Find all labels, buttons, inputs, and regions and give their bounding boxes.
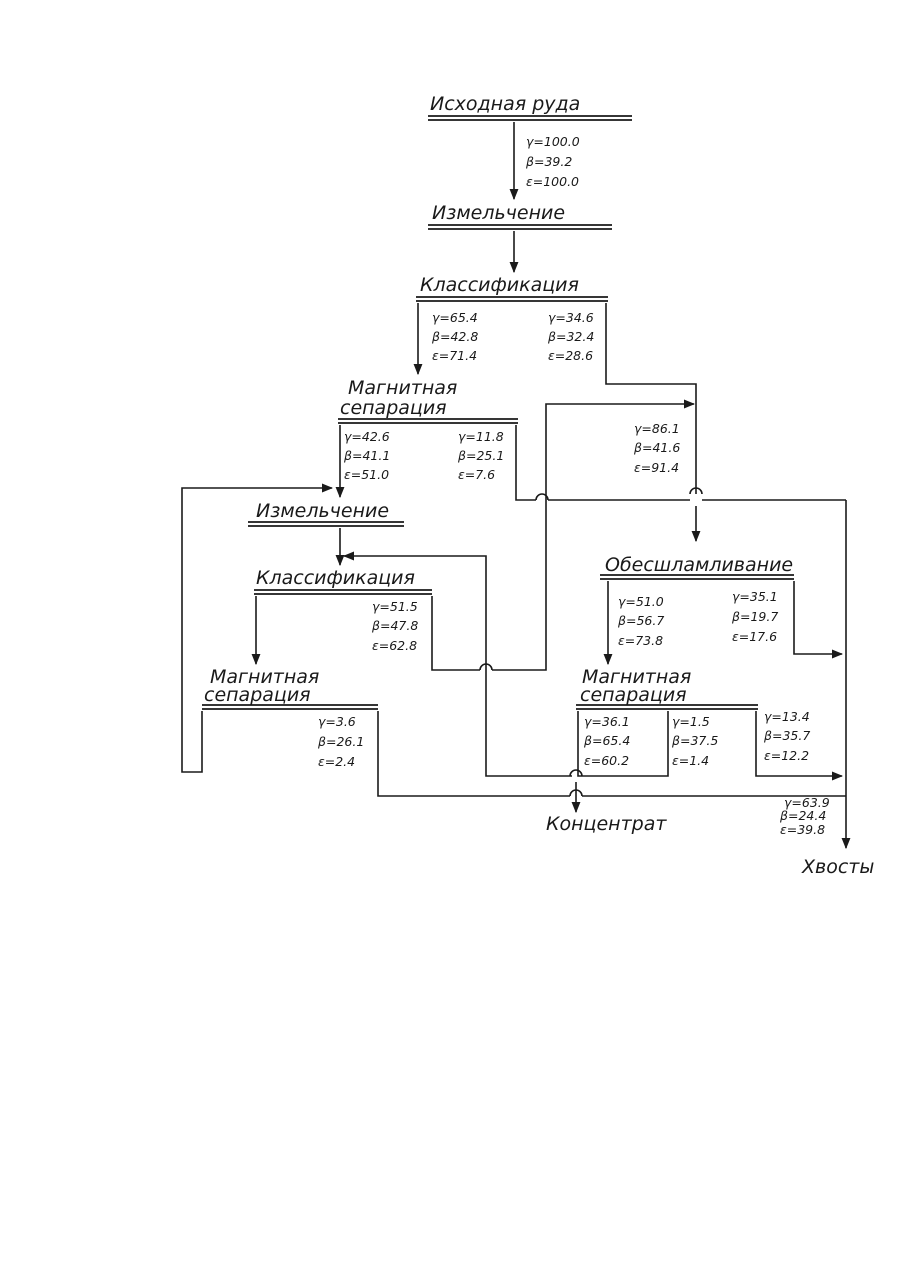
- value-gamma: γ=35.1: [732, 589, 778, 604]
- value-beta: β=39.2: [525, 154, 572, 169]
- value-gamma: γ=11.8: [458, 429, 504, 444]
- node-class2-label: Классификация: [256, 567, 415, 589]
- value-beta: β=41.1: [343, 448, 390, 463]
- value-gamma: γ=65.4: [432, 310, 478, 325]
- value-epsilon: ε=60.2: [584, 753, 629, 768]
- value-gamma: γ=34.6: [548, 310, 594, 325]
- values-class1-right: γ=34.6 β=32.4 ε=28.6: [547, 310, 594, 363]
- value-gamma: γ=3.6: [318, 714, 356, 729]
- value-beta: β=41.6: [633, 440, 680, 455]
- value-gamma: γ=86.1: [634, 421, 680, 436]
- node-mag3-label-2: сепарация: [580, 684, 687, 706]
- value-beta: β=56.7: [617, 613, 664, 628]
- node-class2: Классификация: [254, 567, 432, 594]
- node-grind1-label: Измельчение: [432, 202, 565, 224]
- node-class1: Классификация: [416, 274, 608, 301]
- value-epsilon: ε=51.0: [344, 467, 389, 482]
- value-beta: β=47.8: [371, 618, 418, 633]
- values-desl-left: γ=51.0 β=56.7 ε=73.8: [617, 594, 664, 648]
- values-class1-left: γ=65.4 β=42.8 ε=71.4: [431, 310, 478, 363]
- value-epsilon: ε=1.4: [672, 753, 709, 768]
- node-grind2-label: Измельчение: [256, 500, 389, 522]
- values-ore-out: γ=100.0 β=39.2 ε=100.0: [525, 134, 580, 189]
- values-mag3-a: γ=36.1 β=65.4 ε=60.2: [583, 714, 630, 768]
- node-class1-label: Классификация: [420, 274, 579, 296]
- value-beta: β=32.4: [547, 329, 594, 344]
- values-tails-total: γ=63.9 β=24.4 ε=39.8: [779, 795, 830, 837]
- node-ore: Исходная руда: [428, 93, 632, 120]
- value-gamma: γ=51.5: [372, 599, 418, 614]
- values-mag1-left: γ=42.6 β=41.1 ε=51.0: [343, 429, 390, 482]
- value-epsilon: ε=12.2: [764, 748, 809, 763]
- node-mag1-label-2: сепарация: [340, 397, 447, 419]
- value-beta: β=24.4: [779, 808, 826, 823]
- value-gamma: γ=100.0: [526, 134, 580, 149]
- value-epsilon: ε=71.4: [432, 348, 477, 363]
- value-gamma: γ=13.4: [764, 709, 810, 724]
- node-mag2: Магнитная сепарация: [202, 666, 378, 709]
- node-grind1: Измельчение: [428, 202, 612, 229]
- value-epsilon: ε=62.8: [372, 638, 417, 653]
- node-mag1: Магнитная сепарация: [338, 377, 518, 423]
- value-epsilon: ε=91.4: [634, 460, 679, 475]
- values-mag2-right: γ=3.6 β=26.1 ε=2.4: [317, 714, 364, 769]
- node-desl-label: Обесшламливание: [605, 554, 793, 576]
- values-mag1-right: γ=11.8 β=25.1 ε=7.6: [457, 429, 504, 482]
- node-tails-label: Хвосты: [801, 856, 874, 878]
- value-beta: β=37.5: [671, 733, 718, 748]
- node-concentrate-label: Концентрат: [546, 813, 667, 835]
- value-epsilon: ε=28.6: [548, 348, 593, 363]
- value-beta: β=25.1: [457, 448, 504, 463]
- value-beta: β=65.4: [583, 733, 630, 748]
- value-epsilon: ε=2.4: [318, 754, 355, 769]
- values-mag3-b: γ=1.5 β=37.5 ε=1.4: [671, 714, 718, 768]
- node-mag3: Магнитная сепарация: [576, 666, 758, 709]
- node-mag2-label-2: сепарация: [204, 684, 311, 706]
- node-grind2: Измельчение: [248, 500, 404, 526]
- value-beta: β=35.7: [763, 728, 810, 743]
- values-mag3-c: γ=13.4 β=35.7 ε=12.2: [763, 709, 810, 763]
- value-beta: β=26.1: [317, 734, 364, 749]
- value-gamma: γ=1.5: [672, 714, 710, 729]
- value-epsilon: ε=17.6: [732, 629, 777, 644]
- value-gamma: γ=42.6: [344, 429, 390, 444]
- value-beta: β=42.8: [431, 329, 478, 344]
- node-desl: Обесшламливание: [600, 554, 794, 579]
- flow-lines: [182, 122, 846, 848]
- value-beta: β=19.7: [731, 609, 778, 624]
- values-desl-right: γ=35.1 β=19.7 ε=17.6: [731, 589, 778, 644]
- value-epsilon: ε=39.8: [780, 822, 825, 837]
- node-mag1-label-1: Магнитная: [348, 377, 457, 399]
- value-epsilon: ε=7.6: [458, 467, 495, 482]
- value-gamma: γ=36.1: [584, 714, 630, 729]
- values-class2-right: γ=51.5 β=47.8 ε=62.8: [371, 599, 418, 653]
- values-desl-in: γ=86.1 β=41.6 ε=91.4: [633, 421, 680, 475]
- node-ore-label: Исходная руда: [430, 93, 580, 115]
- value-gamma: γ=51.0: [618, 594, 664, 609]
- value-epsilon: ε=73.8: [618, 633, 663, 648]
- value-epsilon: ε=100.0: [526, 174, 579, 189]
